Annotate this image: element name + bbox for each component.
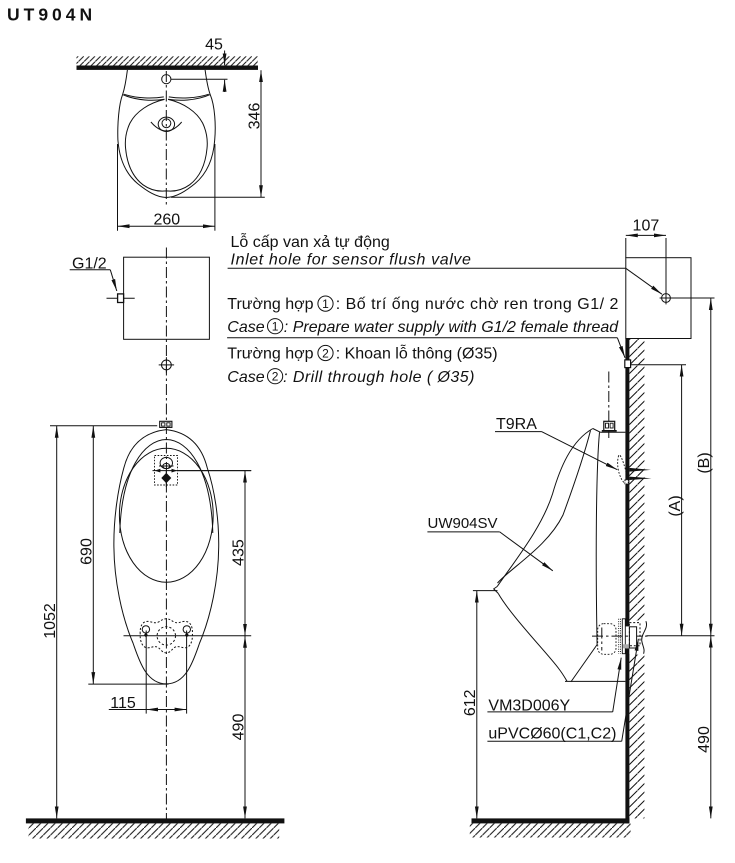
svg-text:Lỗ cấp van xả tự động: Lỗ cấp van xả tự động xyxy=(231,232,390,251)
svg-text:uPVCØ60(C1,C2): uPVCØ60(C1,C2) xyxy=(488,726,616,743)
svg-text:Case: Case xyxy=(227,369,264,386)
svg-text:Trường hợp: Trường hợp xyxy=(227,346,313,363)
svg-text:45: 45 xyxy=(205,37,223,54)
svg-text:Inlet hole for sensor flush va: Inlet hole for sensor flush valve xyxy=(231,251,472,268)
svg-text:115: 115 xyxy=(110,695,136,712)
svg-text:Case: Case xyxy=(227,319,264,336)
svg-text:: Prepare water supply with G1: : Prepare water supply with G1/2 female … xyxy=(284,319,619,336)
svg-text:: Khoan lỗ thông (Ø35): : Khoan lỗ thông (Ø35) xyxy=(336,344,498,363)
svg-text:1: 1 xyxy=(272,320,279,334)
svg-text:2: 2 xyxy=(322,346,329,360)
svg-text:107: 107 xyxy=(633,218,660,235)
svg-text:690: 690 xyxy=(79,538,96,565)
svg-text:Trường hợp: Trường hợp xyxy=(227,296,313,313)
svg-text:UW904SV: UW904SV xyxy=(428,515,498,532)
svg-text:(A): (A) xyxy=(667,495,684,516)
svg-text:260: 260 xyxy=(153,211,180,228)
svg-text:G1/2: G1/2 xyxy=(72,255,107,272)
svg-text:: Drill through hole ( Ø35): : Drill through hole ( Ø35) xyxy=(283,369,475,386)
svg-text:2: 2 xyxy=(272,370,279,384)
svg-text:490: 490 xyxy=(230,714,247,741)
svg-text:(B): (B) xyxy=(696,452,713,473)
svg-text:1052: 1052 xyxy=(42,603,59,639)
svg-text:1: 1 xyxy=(322,297,329,311)
svg-text:435: 435 xyxy=(230,539,247,566)
svg-text:612: 612 xyxy=(462,689,479,716)
svg-text:346: 346 xyxy=(246,103,263,130)
svg-text:VM3D006Y: VM3D006Y xyxy=(488,697,570,714)
svg-text:490: 490 xyxy=(696,726,713,753)
svg-text:UT904N: UT904N xyxy=(7,5,96,25)
svg-text:: Bố trí ống nước chờ ren tron: : Bố trí ống nước chờ ren trong G1/ 2 xyxy=(336,296,619,313)
svg-text:T9RA: T9RA xyxy=(496,416,537,433)
